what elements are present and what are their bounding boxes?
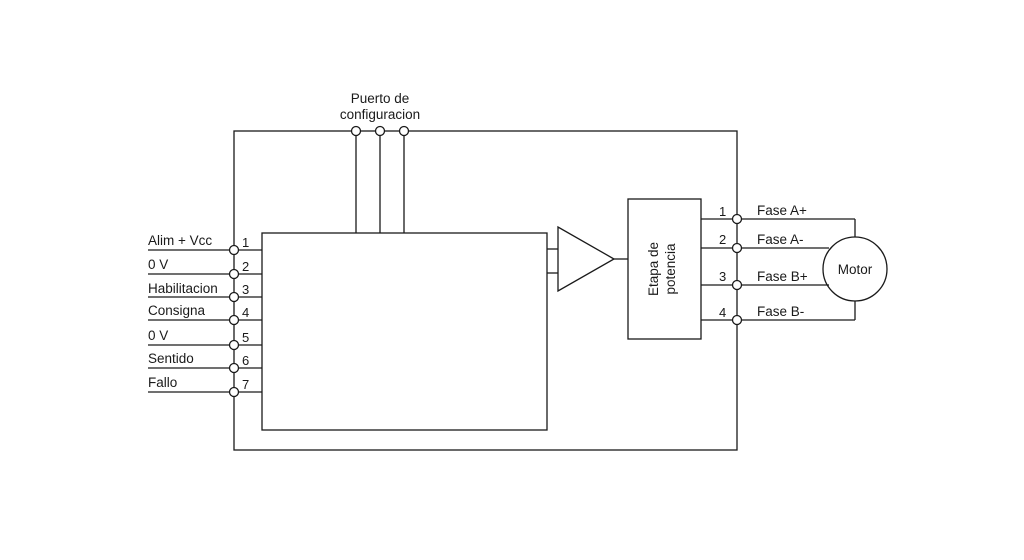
motor-label: Motor: [838, 262, 873, 277]
right-signal-label: Fase A-: [757, 232, 804, 247]
left-terminal-4: [228, 314, 240, 326]
config-port-terminal-3: [398, 125, 410, 137]
left-terminal-6: [228, 362, 240, 374]
left-signal-label: Consigna: [148, 303, 206, 318]
left-terminal-3: [228, 291, 240, 303]
left-signal-label: 0 V: [148, 257, 168, 272]
control-block: [261, 232, 548, 431]
left-pin-number: 6: [242, 353, 249, 368]
left-pin-number: 2: [242, 259, 249, 274]
left-terminal-2: [228, 268, 240, 280]
right-signal-label: Fase B-: [757, 304, 804, 319]
right-terminal-4: [731, 314, 743, 326]
left-pin-number: 3: [242, 282, 249, 297]
right-terminal-1: [731, 213, 743, 225]
config-port-label-line1: Puerto de: [351, 91, 410, 106]
left-signal-label: Habilitacion: [148, 281, 218, 296]
left-signal-label: Fallo: [148, 375, 177, 390]
right-pin-number: 1: [719, 204, 726, 219]
power-stage-block: [627, 198, 702, 340]
left-pin-number: 1: [242, 235, 249, 250]
config-port-terminal-2: [374, 125, 386, 137]
right-terminal-strip: 1 2 3 4 Fase A+ Fase A- Fase B+ Fase B-: [701, 203, 856, 326]
right-signal-label: Fase A+: [757, 203, 807, 218]
amplifier-symbol: [557, 225, 616, 293]
motor-symbol: [822, 236, 888, 302]
left-terminal-strip: Alim + Vcc 0 V Habilitacion Consigna 0 V…: [148, 233, 262, 398]
left-pin-number: 5: [242, 330, 249, 345]
power-stage-label-line2: potencia: [663, 243, 678, 295]
right-terminal-3: [731, 279, 743, 291]
left-pin-number: 4: [242, 305, 249, 320]
left-signal-label: 0 V: [148, 328, 168, 343]
left-terminal-1: [228, 244, 240, 256]
left-signal-label: Alim + Vcc: [148, 233, 212, 248]
left-terminal-5: [228, 339, 240, 351]
config-port-label-line2: configuracion: [340, 107, 420, 122]
left-pin-number: 7: [242, 377, 249, 392]
right-terminal-2: [731, 242, 743, 254]
config-port-terminal-1: [350, 125, 362, 137]
right-pin-number: 2: [719, 232, 726, 247]
left-signal-label: Sentido: [148, 351, 194, 366]
power-stage-label-line1: Etapa de: [646, 242, 661, 296]
right-signal-label: Fase B+: [757, 269, 808, 284]
left-terminal-7: [228, 386, 240, 398]
right-pin-number: 3: [719, 269, 726, 284]
driver-housing: [233, 130, 738, 451]
right-pin-number: 4: [719, 305, 726, 320]
